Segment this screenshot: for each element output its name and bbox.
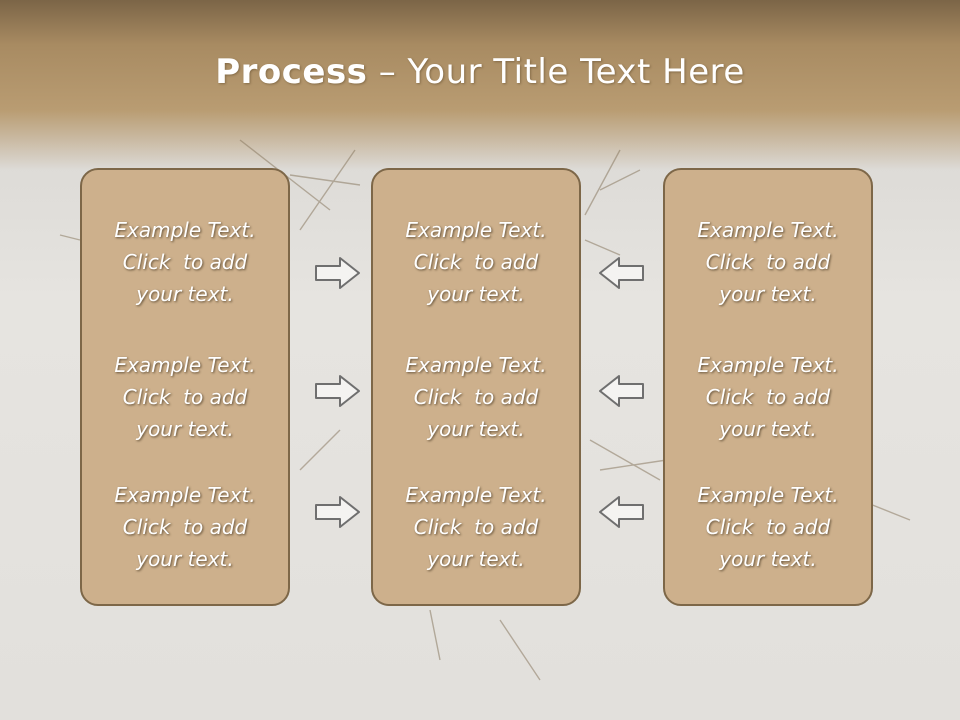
text-line: your text. bbox=[427, 547, 525, 571]
text-placeholder[interactable]: Example Text. Click to add your text. bbox=[373, 214, 579, 310]
text-line: Click to add bbox=[122, 385, 248, 409]
arrow-right-icon[interactable] bbox=[314, 373, 362, 409]
title-bold-text: Process bbox=[215, 52, 368, 92]
text-line: your text. bbox=[427, 417, 525, 441]
text-line: Example Text. bbox=[697, 218, 839, 242]
text-line: Example Text. bbox=[405, 218, 547, 242]
text-line: your text. bbox=[719, 417, 817, 441]
text-placeholder[interactable]: Example Text. Click to add your text. bbox=[373, 349, 579, 445]
process-panel-right[interactable]: Example Text. Click to add your text. Ex… bbox=[663, 168, 873, 606]
text-line: Click to add bbox=[413, 515, 539, 539]
text-line: Example Text. bbox=[405, 353, 547, 377]
arrow-right-icon[interactable] bbox=[314, 494, 362, 530]
text-placeholder[interactable]: Example Text. Click to add your text. bbox=[82, 349, 288, 445]
arrow-left-icon[interactable] bbox=[597, 494, 645, 530]
text-placeholder[interactable]: Example Text. Click to add your text. bbox=[665, 479, 871, 575]
slide-title[interactable]: Process – Your Title Text Here bbox=[0, 52, 960, 92]
text-line: your text. bbox=[136, 417, 234, 441]
text-line: Click to add bbox=[413, 250, 539, 274]
text-line: Example Text. bbox=[114, 353, 256, 377]
text-line: Example Text. bbox=[697, 353, 839, 377]
text-line: Example Text. bbox=[405, 483, 547, 507]
arrow-right-icon[interactable] bbox=[314, 255, 362, 291]
arrow-left-icon[interactable] bbox=[597, 255, 645, 291]
text-line: Example Text. bbox=[114, 218, 256, 242]
text-placeholder[interactable]: Example Text. Click to add your text. bbox=[82, 214, 288, 310]
text-line: Click to add bbox=[122, 515, 248, 539]
process-panel-center[interactable]: Example Text. Click to add your text. Ex… bbox=[371, 168, 581, 606]
process-panel-left[interactable]: Example Text. Click to add your text. Ex… bbox=[80, 168, 290, 606]
text-line: Example Text. bbox=[697, 483, 839, 507]
text-line: Click to add bbox=[413, 385, 539, 409]
title-rest-text: – Your Title Text Here bbox=[367, 52, 745, 92]
text-line: your text. bbox=[719, 547, 817, 571]
text-line: your text. bbox=[427, 282, 525, 306]
text-placeholder[interactable]: Example Text. Click to add your text. bbox=[373, 479, 579, 575]
text-line: Click to add bbox=[705, 385, 831, 409]
text-line: Click to add bbox=[122, 250, 248, 274]
arrow-left-icon[interactable] bbox=[597, 373, 645, 409]
text-line: your text. bbox=[136, 282, 234, 306]
text-line: Click to add bbox=[705, 250, 831, 274]
text-line: your text. bbox=[136, 547, 234, 571]
header-band bbox=[0, 0, 960, 170]
text-line: Click to add bbox=[705, 515, 831, 539]
text-placeholder[interactable]: Example Text. Click to add your text. bbox=[82, 479, 288, 575]
text-line: your text. bbox=[719, 282, 817, 306]
text-placeholder[interactable]: Example Text. Click to add your text. bbox=[665, 214, 871, 310]
text-line: Example Text. bbox=[114, 483, 256, 507]
text-placeholder[interactable]: Example Text. Click to add your text. bbox=[665, 349, 871, 445]
